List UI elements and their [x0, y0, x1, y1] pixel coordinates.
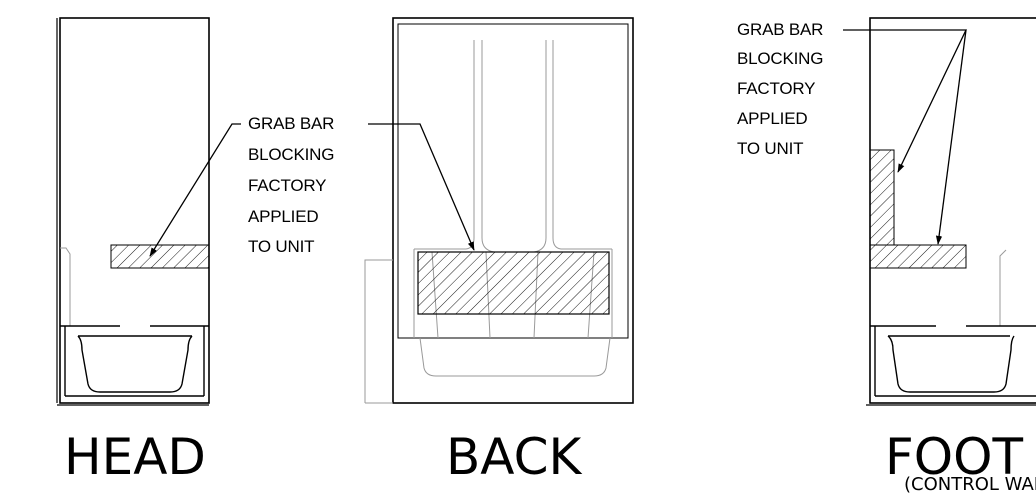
- head-grab-bar-blocking: [110, 244, 210, 269]
- back-faint-contours: [364, 40, 613, 404]
- foot-wall-flange: [999, 249, 1007, 326]
- foot-leader-vertical: [843, 29, 968, 173]
- back-panel-outline: [392, 17, 634, 404]
- foot-callout-line-3: FACTORY: [737, 79, 816, 98]
- foot-callout-line-2: BLOCKING: [737, 49, 824, 68]
- back-view-title: BACK: [446, 428, 582, 486]
- head-tub: [60, 325, 209, 397]
- foot-tub: [870, 325, 1036, 397]
- back-leader: [368, 123, 475, 251]
- leader-lines: [149, 29, 968, 257]
- head-callout-line-3: FACTORY: [248, 176, 327, 195]
- head-panel-outline: [59, 17, 210, 404]
- foot-callout-line-4: APPLIED: [737, 109, 808, 128]
- foot-callout-line-5: TO UNIT: [737, 139, 804, 158]
- back-grab-bar-blocking: [417, 251, 610, 315]
- foot-grab-bar-blocking-horizontal: [869, 244, 967, 269]
- back-view: [364, 17, 634, 404]
- foot-leader-horizontal: [935, 29, 967, 245]
- foot-grab-bar-blocking-vertical: [869, 149, 895, 246]
- head-view: [56, 17, 210, 406]
- head-callout-line-4: APPLIED: [248, 207, 319, 226]
- foot-view: [866, 17, 1036, 406]
- head-leader: [149, 123, 241, 257]
- head-view-title: HEAD: [64, 428, 206, 486]
- head-callout-line-5: TO UNIT: [248, 237, 315, 256]
- head-wall-flange: [60, 247, 71, 326]
- head-callout-line-1: GRAB BAR: [248, 114, 335, 133]
- head-callout-line-2: BLOCKING: [248, 145, 335, 164]
- foot-view-subtitle: (CONTROL WAL: [904, 474, 1036, 495]
- foot-callout-line-1: GRAB BAR: [737, 20, 824, 39]
- foot-view-title: FOOT: [885, 428, 1024, 486]
